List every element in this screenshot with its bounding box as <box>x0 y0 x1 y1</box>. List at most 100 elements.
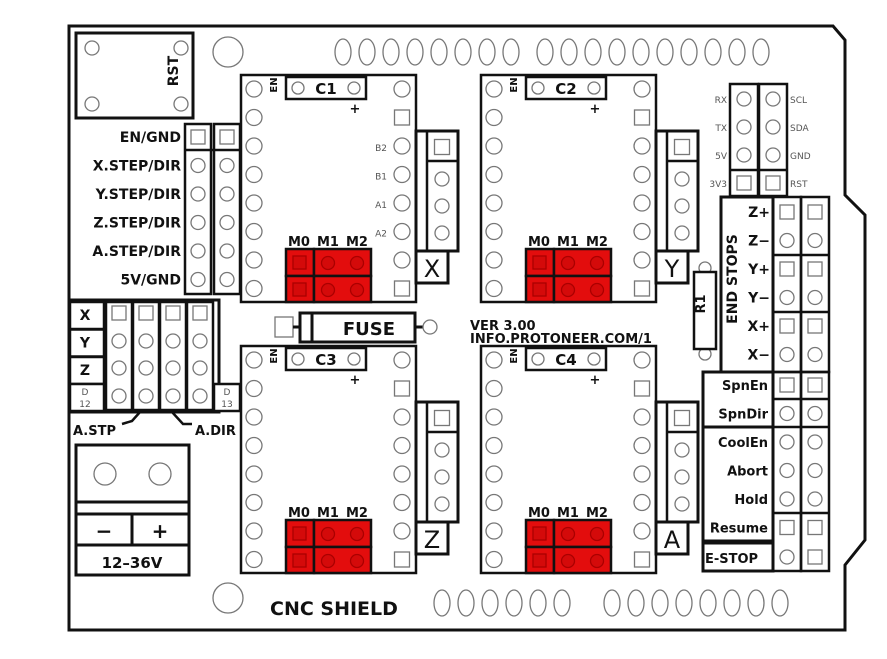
pin <box>485 222 503 241</box>
pin <box>190 243 206 259</box>
pin <box>674 496 690 512</box>
i2c-label: SCL <box>790 96 807 106</box>
pin <box>245 80 263 98</box>
pin <box>485 351 503 369</box>
estop-label: E-STOP <box>705 552 758 567</box>
resistor-r1: R1 <box>692 261 718 361</box>
version-label: VER 3.00 <box>470 319 536 334</box>
microstep-jumper-label: M0 <box>528 235 550 250</box>
pin <box>434 171 450 187</box>
pin <box>192 388 208 404</box>
microstep-jumper-label: M0 <box>288 235 310 250</box>
uart-label: RX <box>715 96 727 106</box>
pin <box>779 346 795 363</box>
header-pin <box>608 38 626 66</box>
pin <box>190 186 206 202</box>
square-pin <box>633 380 651 397</box>
header-pin <box>478 38 496 66</box>
header-pin <box>675 589 693 617</box>
en-label: EN <box>509 348 520 363</box>
pin <box>111 388 127 404</box>
pin <box>245 465 263 483</box>
left-header: EN/GNDX.STEP/DIRY.STEP/DIRZ.STEP/DIRA.ST… <box>92 122 242 296</box>
end-stop-label: X+ <box>747 319 770 335</box>
end-stops-title: END STOPS <box>725 234 741 324</box>
header-pin <box>430 38 448 66</box>
pin <box>245 436 263 455</box>
capacitor-label: C1 <box>315 80 336 98</box>
pin <box>434 496 450 512</box>
plus-label: + <box>590 373 601 388</box>
i2c-label: GND <box>790 152 811 162</box>
pin <box>393 522 411 540</box>
microstep-jumper-label: M2 <box>586 506 608 521</box>
coil-label: B2 <box>375 144 387 154</box>
header-pin <box>502 38 520 66</box>
microstep-jumper-label: M2 <box>346 235 368 250</box>
mounting-hole <box>212 36 244 68</box>
header-pin <box>560 38 578 66</box>
pin <box>736 119 752 135</box>
square-pin <box>807 318 823 334</box>
square-pin <box>190 129 206 145</box>
pin <box>245 108 263 127</box>
coil-label: A2 <box>375 230 387 240</box>
square-pin <box>393 380 411 397</box>
header-pin <box>553 589 571 617</box>
board-title: CNC SHIELD <box>270 598 398 620</box>
pin <box>765 147 781 163</box>
square-pin <box>779 519 795 536</box>
axis-label: Y <box>664 255 680 283</box>
pin <box>779 462 795 479</box>
square-pin <box>807 204 823 220</box>
square-pin <box>393 280 411 297</box>
pin <box>165 388 181 404</box>
pin <box>434 469 450 485</box>
pin <box>633 408 651 426</box>
square-pin <box>393 109 411 126</box>
square-pin <box>807 377 823 393</box>
pin <box>245 379 263 398</box>
pin <box>485 165 503 184</box>
pin <box>245 165 263 184</box>
pin <box>347 81 361 95</box>
microstep-jumpers[interactable] <box>284 247 373 304</box>
pin <box>219 214 235 231</box>
header-pin <box>457 589 475 617</box>
pin <box>765 91 781 107</box>
reset-button[interactable]: RST <box>74 31 195 120</box>
pin-d13-label: 13 <box>221 400 232 410</box>
pin <box>393 351 411 369</box>
control-label: CoolEn <box>718 436 768 451</box>
microstep-jumpers[interactable] <box>524 247 613 304</box>
microstep-jumper-label: M1 <box>317 235 339 250</box>
pin <box>674 171 690 187</box>
pin <box>393 194 411 212</box>
header-pin <box>728 38 746 66</box>
microstep-jumpers[interactable] <box>284 518 373 575</box>
pin <box>138 360 154 376</box>
pin <box>434 198 450 214</box>
pin <box>219 186 235 202</box>
left-header-label: 5V/GND <box>120 273 181 289</box>
square-pin <box>779 318 795 334</box>
square-pin <box>138 305 154 321</box>
pin <box>779 491 795 507</box>
pin <box>291 81 305 95</box>
header-pin <box>699 589 717 617</box>
pin <box>393 493 411 512</box>
square-pin <box>633 109 651 126</box>
microstep-jumpers[interactable] <box>524 518 613 575</box>
square-pin <box>779 204 795 220</box>
pin <box>245 351 263 369</box>
pin <box>674 442 690 458</box>
pin <box>192 360 208 376</box>
mounting-hole <box>212 582 244 614</box>
square-pin <box>633 280 651 297</box>
power-terminal[interactable]: − + 12–36V <box>74 443 191 577</box>
pin <box>531 81 545 95</box>
i2c-label: RST <box>790 180 808 190</box>
